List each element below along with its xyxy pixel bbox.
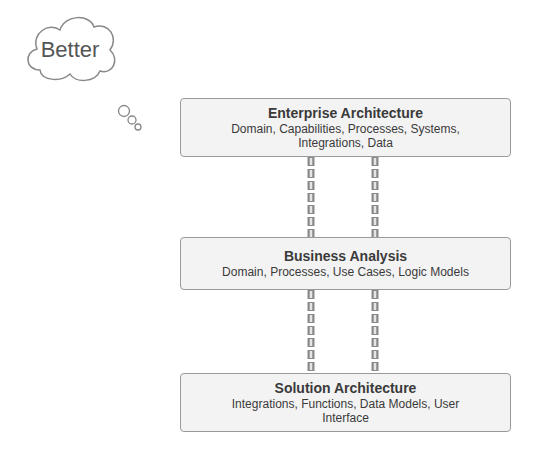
layer-box: Business AnalysisDomain, Processes, Use … [180, 237, 511, 290]
layer-box: Enterprise ArchitectureDomain, Capabilit… [180, 98, 511, 157]
thought-bubble [119, 106, 130, 117]
chain-link [375, 290, 376, 373]
chain-outer [308, 290, 315, 373]
chain-outer [308, 157, 315, 237]
chain-link [311, 290, 312, 373]
box-title: Solution Architecture [275, 380, 417, 397]
chain-outer [372, 157, 379, 237]
thought-cloud: Better [20, 8, 120, 88]
cloud-text: Better [41, 37, 100, 63]
chain-inner [310, 157, 313, 237]
box-title: Business Analysis [284, 248, 407, 265]
box-body: Integrations, Functions, Data Models, Us… [211, 397, 480, 425]
chain-inner [310, 290, 313, 373]
chain-inner [374, 290, 377, 373]
chain-link [375, 157, 376, 237]
box-title: Enterprise Architecture [268, 105, 423, 122]
thought-bubble [128, 116, 136, 124]
box-body: Domain, Capabilities, Processes, Systems… [211, 122, 480, 150]
chain-inner [374, 157, 377, 237]
chain-link [311, 157, 312, 237]
layer-box: Solution ArchitectureIntegrations, Funct… [180, 373, 511, 432]
thought-bubble [135, 124, 141, 130]
box-body: Domain, Processes, Use Cases, Logic Mode… [222, 265, 469, 279]
chain-outer [372, 290, 379, 373]
